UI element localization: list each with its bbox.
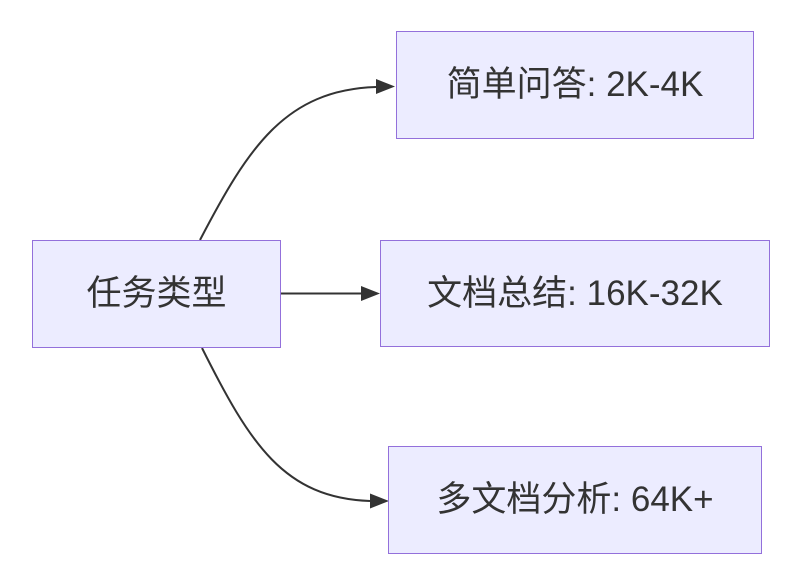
node-simple-qa: 简单问答: 2K-4K <box>396 31 754 139</box>
edge-root-to-doc-summary <box>281 286 380 301</box>
node-multi-doc: 多文档分析: 64K+ <box>388 446 762 554</box>
arrowhead-icon <box>361 286 380 301</box>
node-doc-summary: 文档总结: 16K-32K <box>380 240 770 347</box>
arrowhead-icon <box>376 79 395 94</box>
edge-root-to-multi-doc <box>201 347 389 509</box>
edge-line <box>201 347 371 502</box>
edge-root-to-simple-qa <box>199 79 395 241</box>
node-task-type: 任务类型 <box>32 240 281 348</box>
edge-line <box>199 86 377 241</box>
arrowhead-icon <box>370 493 389 509</box>
